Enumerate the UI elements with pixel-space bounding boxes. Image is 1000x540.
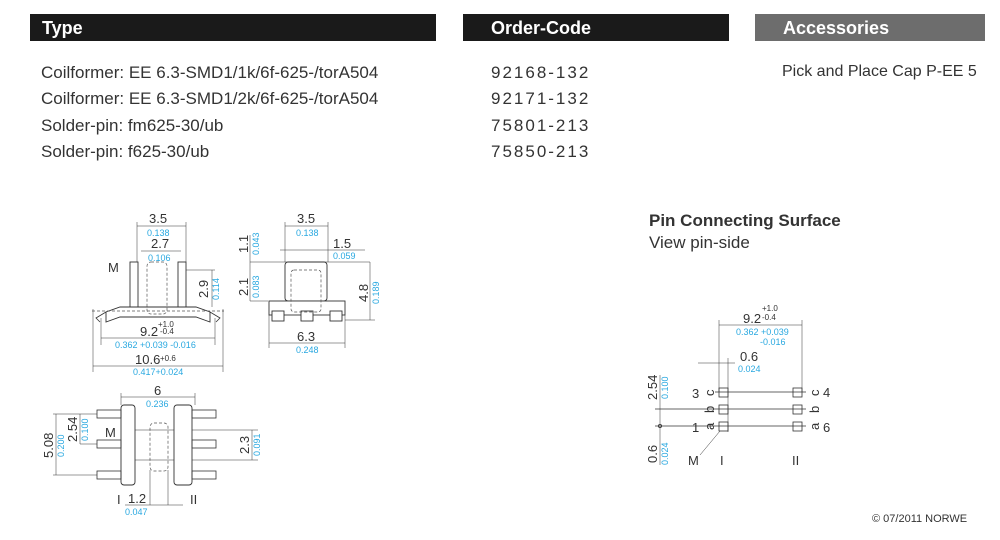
pin-letter: c [807,389,822,396]
dim-label: 0.6 [645,445,660,463]
dim-label: 2.3 [237,436,252,454]
dim-inch-label: -0.016 [760,337,786,347]
item-order-code: 92168-132 [491,63,591,82]
dim-label: 6.3 [297,329,315,344]
dim-inch-label: 0.100 [660,376,670,399]
dim-tolerance: +0.6 [160,354,176,363]
dim-label: 10.6 [135,352,160,367]
dim-inch-label: 0.100 [80,418,90,441]
side-view-drawing: 3.5 0.138 1.5 0.059 1.1 0.043 2.1 0.083 … [236,211,381,355]
header-order-code: Order-Code [463,14,729,41]
dim-inch-label: 0.091 [252,433,262,456]
dim-inch-label: 0.024 [738,364,761,374]
item-order-code: 75850-213 [491,142,591,161]
dim-tolerance: -0.4 [762,313,776,322]
dim-label: 2.7 [151,236,169,251]
dim-inch-label: 0.138 [147,228,170,238]
dim-inch-label: 0.200 [56,434,66,457]
top-view-drawing: 6 0.236 5.08 0.200 2.54 0.100 M 2.3 0.09… [41,383,262,517]
dim-label: 1.1 [236,235,251,253]
marker-m: M [688,453,699,468]
dim-label: 4.8 [356,284,371,302]
dim-label: 2.9 [196,280,211,298]
marker-m: M [108,260,119,275]
dim-label: 1.2 [128,491,146,506]
dim-label: 5.08 [41,433,56,458]
dim-inch-label: 0.047 [125,507,148,517]
header-type: Type [30,14,436,41]
dim-inch-label: 0.083 [251,275,261,298]
dim-label: 2.1 [236,278,251,296]
item-type: Coilformer: EE 6.3-SMD1/2k/6f-625-/torA5… [41,89,379,108]
marker-m: M [105,425,116,440]
pin-number: 4 [823,385,830,400]
dim-inch-label: 0.059 [333,251,356,261]
dim-label: 3.5 [297,211,315,226]
pin-letter: c [702,389,717,396]
pin-number: 3 [692,386,699,401]
item-type: Coilformer: EE 6.3-SMD1/1k/6f-625-/torA5… [41,63,379,82]
item-type: Solder-pin: fm625-30/ub [41,116,224,135]
dim-tolerance: +1.0 [762,304,778,313]
dim-inch-label: 0.417+0.024 [133,367,183,377]
dim-inch-label: 0.236 [146,399,169,409]
dim-inch-label: 0.362 +0.039 -0.016 [115,340,196,350]
pin-number: 6 [823,420,830,435]
pin-letter: a [702,422,717,430]
dim-label: 2.54 [65,417,80,442]
dim-inch-label: 0.106 [148,253,171,263]
pin-number: 1 [692,420,699,435]
pin-row-label: II [190,492,197,507]
dim-label: 0.6 [740,349,758,364]
pin-row-label: I [720,453,724,468]
item-order-code: 92171-132 [491,89,591,108]
item-type: Solder-pin: f625-30/ub [41,142,210,161]
front-view-drawing: 3.5 0.138 2.7 0.106 M 2.9 0.114 9.2 +1.0… [92,211,224,377]
dim-label: 3.5 [149,211,167,226]
dim-inch-label: 0.024 [660,442,670,465]
dim-tolerance: -0.4 [160,327,174,336]
header-accessories: Accessories [755,14,985,41]
accessory-item: Pick and Place Cap P-EE 5 [782,63,977,80]
dim-label: 9.2 [743,311,761,326]
dim-label: 9.2 [140,324,158,339]
copyright: © 07/2011 NORWE [872,513,968,525]
dim-inch-label: 0.248 [296,345,319,355]
dim-tolerance: +1.0 [158,320,174,329]
dim-label: 6 [154,383,161,398]
dim-label: 2.54 [645,375,660,400]
item-order-code: 75801-213 [491,116,591,135]
dim-inch-label: 0.114 [211,278,221,300]
pin-letter: b [807,406,822,413]
pin-letter: b [702,406,717,413]
dim-inch-label: 0.043 [251,232,261,255]
dim-inch-label: 0.362 +0.039 [736,327,789,337]
pin-layout-drawing: 9.2 +1.0 -0.4 0.362 +0.039 -0.016 0.6 0.… [645,304,830,468]
pin-surface-title: Pin Connecting Surface [649,211,841,230]
pin-row-label: II [792,453,799,468]
pin-row-label: I [117,492,121,507]
dim-inch-label: 0.189 [371,281,381,304]
dim-label: 1.5 [333,236,351,251]
pin-surface-subtitle: View pin-side [649,233,750,252]
dim-inch-label: 0.138 [296,228,319,238]
pin-letter: a [807,422,822,430]
